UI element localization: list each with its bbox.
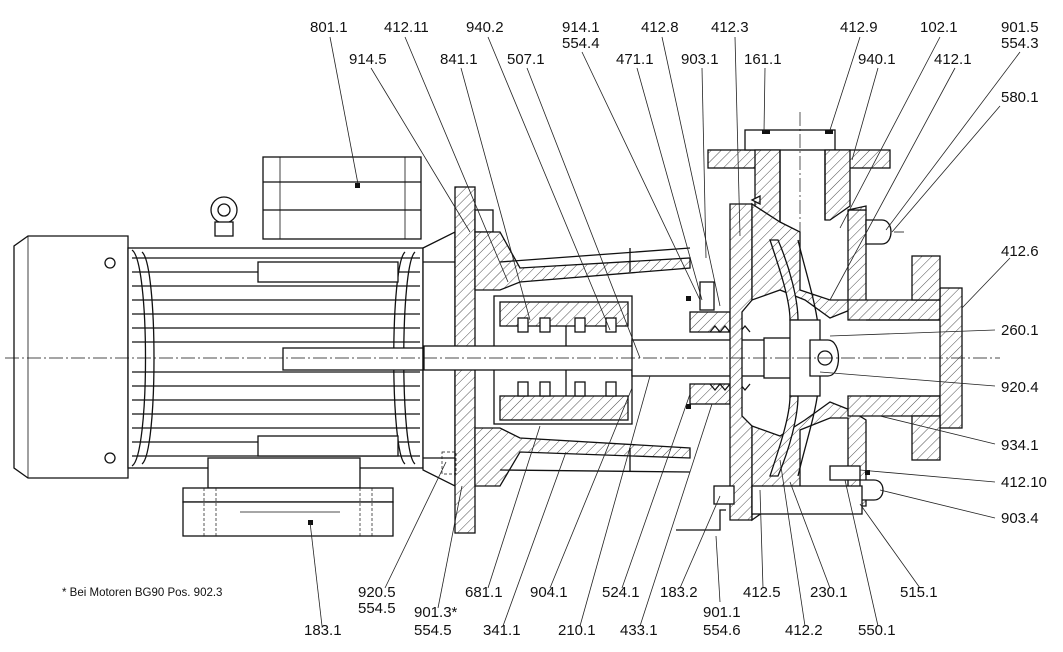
label-901-3: 901.3* <box>414 604 458 621</box>
casing-foot <box>751 485 863 515</box>
label-914-1: 914.1 <box>562 19 600 36</box>
label-412-3: 412.3 <box>711 19 749 36</box>
label-183-1: 183.1 <box>304 622 342 639</box>
label-433-1: 433.1 <box>620 622 658 639</box>
label-580-1: 580.1 <box>1001 89 1039 106</box>
label-940-2: 940.2 <box>466 19 504 36</box>
label-554-5-a: 554.5 <box>358 600 396 617</box>
label-412-8: 412.8 <box>641 19 679 36</box>
footnote: * Bei Motoren BG90 Pos. 902.3 <box>62 587 222 599</box>
label-903-1: 903.1 <box>681 51 719 68</box>
label-914-5: 914.5 <box>349 51 387 68</box>
impeller <box>769 239 821 477</box>
label-554-5-b: 554.5 <box>414 622 452 639</box>
label-904-1: 904.1 <box>530 584 568 601</box>
pump-casing <box>676 129 963 531</box>
label-412-10: 412.10 <box>1001 474 1047 491</box>
label-940-1: 940.1 <box>858 51 896 68</box>
terminal-box <box>262 156 422 240</box>
label-801-1: 801.1 <box>310 19 348 36</box>
label-841-1: 841.1 <box>440 51 478 68</box>
label-554-3: 554.3 <box>1001 35 1039 52</box>
label-550-1: 550.1 <box>858 622 896 639</box>
label-681-1: 681.1 <box>465 584 503 601</box>
label-515-1: 515.1 <box>900 584 938 601</box>
vent-plug <box>865 219 892 245</box>
label-901-5: 901.5 <box>1001 19 1039 36</box>
mechanical-seal <box>686 281 751 409</box>
label-230-1: 230.1 <box>810 584 848 601</box>
label-554-6: 554.6 <box>703 622 741 639</box>
label-554-4: 554.4 <box>562 35 600 52</box>
position-labels: 801.1 412.11 940.2 914.1 554.4 412.8 412… <box>304 19 1047 639</box>
label-934-1: 934.1 <box>1001 437 1039 454</box>
label-920-4: 920.4 <box>1001 379 1039 396</box>
label-341-1: 341.1 <box>483 622 521 639</box>
label-183-2: 183.2 <box>660 584 698 601</box>
eye-bolt <box>210 196 238 237</box>
label-507-1: 507.1 <box>507 51 545 68</box>
label-412-11: 412.11 <box>384 19 429 36</box>
label-260-1: 260.1 <box>1001 322 1039 339</box>
label-412-6: 412.6 <box>1001 243 1039 260</box>
label-901-1: 901.1 <box>703 604 741 621</box>
label-412-2: 412.2 <box>785 622 823 639</box>
label-903-4: 903.4 <box>1001 510 1039 527</box>
label-412-1: 412.1 <box>934 51 972 68</box>
label-471-1: 471.1 <box>616 51 654 68</box>
label-524-1: 524.1 <box>602 584 640 601</box>
suction-nozzle <box>847 299 941 321</box>
label-412-9: 412.9 <box>840 19 878 36</box>
label-102-1: 102.1 <box>920 19 958 36</box>
motor-foot <box>182 457 394 537</box>
label-161-1: 161.1 <box>744 51 782 68</box>
motor <box>13 156 456 537</box>
leader-lines <box>309 36 1021 627</box>
motor-fan-cover <box>13 235 129 479</box>
label-412-5: 412.5 <box>743 584 781 601</box>
label-210-1: 210.1 <box>558 622 596 639</box>
label-920-5: 920.5 <box>358 584 396 601</box>
